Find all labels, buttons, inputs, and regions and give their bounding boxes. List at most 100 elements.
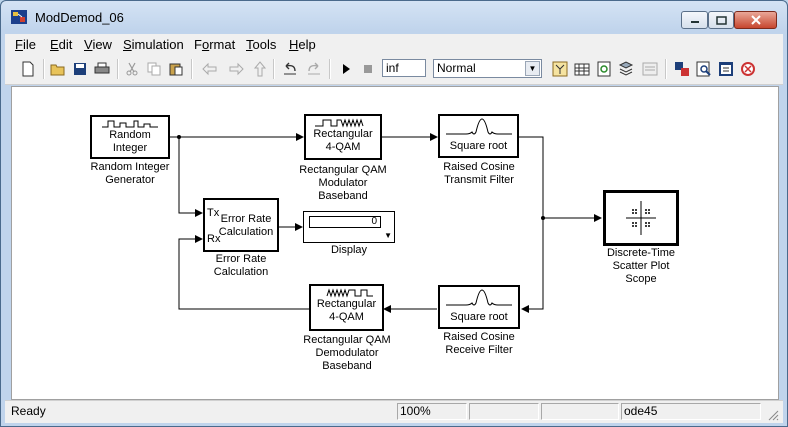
block-display[interactable]: 0 ▼ xyxy=(303,211,395,243)
block-random-integer[interactable]: Random Integer xyxy=(90,115,170,159)
block-random-integer-label: Random Integer Generator xyxy=(90,161,170,186)
update-diagram-button[interactable] xyxy=(573,60,591,78)
error-rate-port-tx: Tx xyxy=(207,207,220,219)
menu-format[interactable]: Format xyxy=(194,37,236,52)
close-icon xyxy=(750,15,761,25)
block-rx-filter-label: Raised Cosine Receive Filter xyxy=(443,331,515,356)
arrow-left-icon xyxy=(202,62,217,76)
play-icon xyxy=(343,64,350,74)
menu-file[interactable]: File xyxy=(15,37,36,52)
arrow-up-icon xyxy=(253,61,267,77)
title-bar[interactable]: ModDemod_06 xyxy=(1,1,787,31)
stop-simulation-button[interactable] xyxy=(359,60,377,78)
configuration-button[interactable] xyxy=(739,60,757,78)
close-button[interactable] xyxy=(734,11,777,29)
copy-icon xyxy=(147,62,161,76)
refresh-icon xyxy=(597,61,611,77)
block-qam-modulator[interactable]: Rectangular 4-QAM xyxy=(304,114,382,160)
build-icon xyxy=(552,61,568,77)
target-icon xyxy=(741,62,755,76)
block-qam-modulator-label: Rectangular QAM Modulator Baseband xyxy=(299,164,387,202)
status-text: Ready xyxy=(11,404,46,418)
demodulation-waveform-icon xyxy=(326,288,373,298)
status-cell-empty-1 xyxy=(469,403,539,420)
block-scatter-scope-label: Discrete-Time Scatter Plot Scope xyxy=(606,247,676,285)
up-button[interactable] xyxy=(251,60,269,78)
zoom-level: 100% xyxy=(397,403,467,420)
block-scatter-scope[interactable] xyxy=(603,190,679,246)
model-canvas[interactable]: Random Integer Random Integer Generator … xyxy=(11,86,779,400)
stop-time-field[interactable] xyxy=(382,59,426,77)
open-button[interactable] xyxy=(49,60,67,78)
find-icon xyxy=(696,61,711,77)
copy-button[interactable] xyxy=(145,60,163,78)
minimize-button[interactable] xyxy=(681,11,708,29)
build-button[interactable] xyxy=(551,60,569,78)
block-error-rate-text: Error Rate Calculation xyxy=(218,213,274,238)
undo-icon xyxy=(284,62,296,75)
stop-icon xyxy=(364,65,372,73)
raised-cosine-icon xyxy=(445,118,512,135)
block-tx-filter[interactable]: Square root xyxy=(438,114,519,158)
back-button[interactable] xyxy=(201,60,219,78)
block-qam-demodulator[interactable]: Rectangular 4-QAM xyxy=(309,284,384,331)
block-error-rate-label: Error Rate Calculation xyxy=(213,253,269,278)
menu-tools[interactable]: Tools xyxy=(246,37,277,52)
constellation-icon xyxy=(626,201,656,235)
undo-button[interactable] xyxy=(281,60,299,78)
minimize-icon xyxy=(690,21,699,23)
find-button[interactable] xyxy=(695,60,713,78)
solver-name: ode45 xyxy=(621,403,761,420)
modulation-waveform-icon xyxy=(315,118,364,128)
display-value: 0 xyxy=(309,216,381,228)
window-title: ModDemod_06 xyxy=(35,10,124,25)
resize-grip-icon[interactable] xyxy=(767,409,779,421)
paste-button[interactable] xyxy=(167,60,185,78)
refresh-button[interactable] xyxy=(595,60,613,78)
status-bar: Ready 100% ode45 xyxy=(5,400,783,423)
status-cell-empty-2 xyxy=(541,403,619,420)
forward-button[interactable] xyxy=(227,60,245,78)
menu-help[interactable]: Help xyxy=(289,37,316,52)
library-browser-button[interactable] xyxy=(617,60,635,78)
new-model-button[interactable] xyxy=(19,60,37,78)
raised-cosine-rx-icon xyxy=(446,289,512,306)
block-error-rate[interactable]: Tx Rx Error Rate Calculation xyxy=(203,198,279,252)
cut-icon xyxy=(126,62,138,76)
block-qam-demodulator-text: Rectangular 4-QAM xyxy=(316,298,377,323)
print-button[interactable] xyxy=(93,60,111,78)
paste-icon xyxy=(169,63,183,76)
arrow-right-icon xyxy=(229,62,244,76)
display-dropdown-icon: ▼ xyxy=(384,231,392,240)
chevron-down-icon: ▼ xyxy=(525,61,540,76)
toolbar: Normal ▼ xyxy=(5,54,783,85)
block-rx-filter[interactable]: Square root xyxy=(438,285,520,329)
random-signal-icon xyxy=(102,120,158,128)
menu-simulation[interactable]: Simulation xyxy=(123,37,184,52)
block-qam-modulator-text: Rectangular 4-QAM xyxy=(313,128,373,153)
start-simulation-button[interactable] xyxy=(337,60,355,78)
properties-icon xyxy=(719,62,733,76)
menu-view[interactable]: View xyxy=(84,37,112,52)
redo-icon xyxy=(308,62,320,75)
simulation-mode-select[interactable]: Normal ▼ xyxy=(433,59,542,78)
debugger-button[interactable] xyxy=(673,60,691,78)
save-button[interactable] xyxy=(71,60,89,78)
signal-lines xyxy=(170,133,602,313)
grid-icon xyxy=(574,63,590,76)
block-qam-demodulator-label: Rectangular QAM Demodulator Baseband xyxy=(303,334,391,372)
maximize-button[interactable] xyxy=(708,11,734,29)
explorer-icon xyxy=(642,62,658,76)
model-explorer-button[interactable] xyxy=(641,60,659,78)
simulink-app-icon xyxy=(11,10,27,24)
redo-button[interactable] xyxy=(305,60,323,78)
menu-edit[interactable]: Edit xyxy=(50,37,73,52)
block-tx-filter-label: Raised Cosine Transmit Filter xyxy=(443,161,515,186)
open-folder-icon xyxy=(50,64,65,76)
block-tx-filter-text: Square root xyxy=(449,140,508,152)
cut-button[interactable] xyxy=(123,60,141,78)
properties-button[interactable] xyxy=(717,60,735,78)
maximize-icon xyxy=(715,15,727,25)
debug-icon xyxy=(675,62,689,76)
